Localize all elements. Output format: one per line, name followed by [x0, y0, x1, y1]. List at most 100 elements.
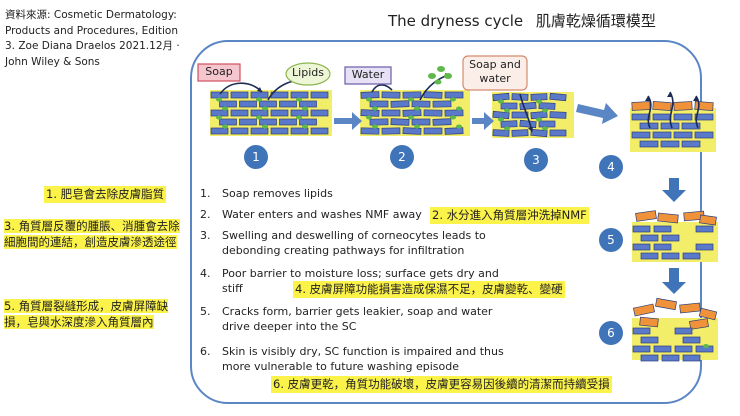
corneocyte-brick	[444, 127, 464, 135]
title-cn: 肌膚乾燥循環模型	[535, 12, 656, 30]
corneocyte-brick	[682, 354, 701, 362]
step-5: 5.Cracks form, barrier gets leakier, soa…	[200, 305, 493, 333]
circle-label-1: 1	[252, 150, 260, 164]
nmf-dot	[262, 124, 268, 129]
corneocyte-brick	[290, 127, 309, 135]
corneocyte-brick	[652, 113, 672, 121]
corneocyte-brick	[673, 101, 693, 111]
corneocyte-brick	[653, 243, 672, 251]
title-en: The dryness cycle	[388, 12, 524, 30]
corneocyte-brick	[681, 122, 701, 130]
nmf-dot	[372, 124, 378, 129]
step-circle-labels: 1 2 3 4 5 6	[252, 150, 615, 340]
corneocyte-brick	[432, 118, 452, 126]
corneocyte-brick	[500, 102, 518, 110]
nmf-dot	[372, 106, 378, 111]
stage-1-skin-layer	[210, 90, 332, 136]
source-note: 資料來源: Cosmetic Dermatology: Products and…	[5, 9, 180, 68]
corneocyte-brick	[549, 111, 567, 119]
circle-label-4: 4	[607, 160, 615, 174]
step-3: 3.Swelling and deswelling of corneocytes…	[200, 229, 486, 257]
nmf-dot	[504, 126, 510, 131]
annotation-4: 4. 皮膚屏障功能損害造成保濕不足，皮膚變乾、變硬	[293, 281, 565, 298]
nmf-dot	[542, 108, 548, 113]
nmf-dot	[450, 115, 456, 120]
corneocyte-brick	[381, 109, 401, 117]
nmf-dot	[366, 97, 372, 102]
nmf-dot	[414, 124, 420, 129]
corneocyte-brick	[673, 113, 693, 121]
corneocyte-brick	[661, 354, 680, 362]
corneocyte-brick	[640, 234, 659, 242]
step-6: 6.Skin is visibly dry, SC function is im…	[200, 345, 504, 373]
arrow-2-to-3	[472, 112, 494, 130]
corneocyte-brick	[674, 345, 693, 353]
corneocyte-brick	[640, 354, 659, 362]
corneocyte-brick	[411, 118, 431, 126]
nmf-dot	[296, 115, 302, 120]
soap-label-box	[197, 63, 241, 82]
corneocyte-brick	[402, 91, 422, 99]
corneocyte-brick	[310, 91, 329, 99]
corneocyte-brick	[390, 118, 410, 126]
corneocyte-brick	[632, 303, 656, 317]
nmf-dot	[408, 115, 414, 120]
corneocyte-brick	[640, 252, 659, 260]
corneocyte-brick	[694, 131, 714, 139]
annotation-2: 2. 水分進入角質層沖洗掉NMF	[430, 207, 589, 224]
arrow-5-to-6	[662, 268, 686, 294]
annotation-3: 3. 角質層反覆的腫脹、消腫會去除細胞間的連結，創造皮膚滲透途徑	[4, 219, 180, 249]
stage-5-skin-layer	[632, 210, 718, 262]
evap-arrow-1	[647, 95, 652, 129]
lipids-label-bubble	[285, 62, 331, 86]
nmf-dot	[408, 97, 414, 102]
lipid-dots	[428, 66, 452, 85]
corneocyte-brick	[632, 225, 651, 233]
nmf-dot	[302, 124, 308, 129]
nmf-dot	[456, 106, 462, 111]
corneocyte-brick	[631, 101, 651, 111]
corneocyte-brick	[500, 120, 518, 128]
corneocyte-brick	[270, 109, 289, 117]
corneocyte-brick	[538, 120, 556, 128]
corneocyte-brick	[661, 234, 680, 242]
step-4: 4.Poor barrier to moisture loss; surface…	[200, 267, 499, 295]
corneocyte-brick	[549, 92, 567, 102]
corneocyte-brick	[653, 225, 672, 233]
nmf-dot	[302, 106, 308, 111]
annotation-6: 6. 皮膚更乾，角質功能破壞，皮膚更容易因後續的清潔而持續受損	[271, 376, 612, 393]
corneocyte-brick	[423, 91, 443, 99]
nmf-dot	[498, 117, 504, 122]
corneocyte-brick	[250, 109, 269, 117]
nmf-dot	[498, 99, 504, 104]
step-circles	[244, 145, 623, 345]
corneocyte-brick	[631, 113, 651, 121]
nmf-dot	[542, 126, 548, 131]
corneocyte-brick	[402, 127, 422, 135]
corneocyte-brick	[657, 212, 679, 224]
evap-arrow-3	[695, 95, 700, 129]
corneocyte-brick	[492, 129, 510, 137]
corneocyte-brick	[530, 128, 548, 138]
corneocyte-brick	[210, 127, 229, 135]
nmf-dot	[222, 106, 228, 111]
corneocyte-brick	[695, 225, 714, 233]
corneocyte-brick	[423, 127, 443, 135]
corneocyte-brick	[381, 91, 401, 99]
corneocyte-brick	[250, 127, 269, 135]
nmf-dot	[536, 117, 542, 122]
page-title: The dryness cycle 肌膚乾燥循環模型	[388, 10, 656, 31]
nmf-dot	[456, 124, 462, 129]
corneocyte-brick	[250, 91, 269, 99]
nmf-dot	[222, 124, 228, 129]
corneocyte-brick	[682, 252, 701, 260]
soap-label: Soap	[205, 65, 233, 78]
corneocyte-brick	[699, 214, 717, 226]
corneocyte-brick	[635, 210, 657, 222]
corneocyte-brick	[444, 109, 464, 117]
corneocyte-brick	[299, 100, 317, 108]
corneocyte-brick	[369, 100, 389, 108]
corneocyte-brick	[219, 118, 237, 126]
nmf-dot	[366, 115, 372, 120]
